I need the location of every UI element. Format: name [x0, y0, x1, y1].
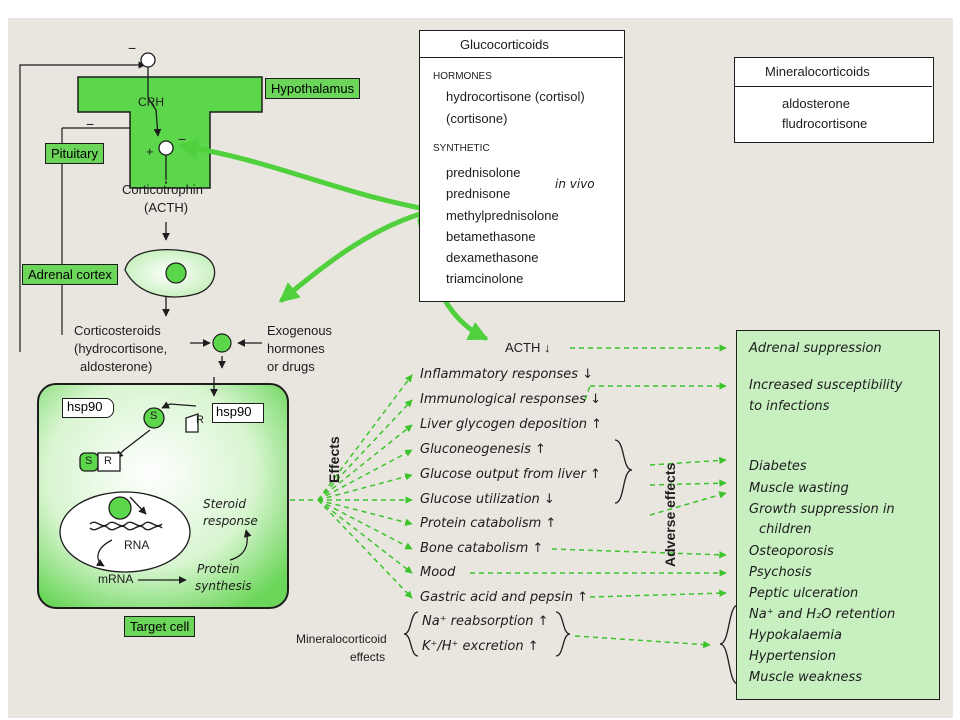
in-vivo-label: in vivo: [555, 177, 595, 191]
s-letter-top: S: [150, 410, 158, 422]
minus-sign-pituitary: −: [178, 131, 187, 147]
mineralocorticoid-item: aldosterone: [782, 96, 850, 111]
adverse-item: Osteoporosis: [749, 544, 834, 559]
corticosteroids-line1: Corticosteroids: [74, 323, 161, 338]
adverse-effects-box: Adrenal suppression Increased susceptibi…: [736, 330, 940, 700]
adverse-item: Peptic ulceration: [749, 586, 859, 601]
effect-item: Protein catabolism ↑: [420, 516, 557, 531]
hypothalamus-label: Hypothalamus: [265, 78, 361, 99]
minus-sign-left: −: [86, 116, 95, 132]
acth-label-line1: Corticotrophin: [122, 182, 203, 197]
adverse-item: Muscle weakness: [749, 670, 863, 685]
r-letter-top: R: [196, 414, 204, 426]
hypothalamus-shape: [77, 76, 263, 189]
glucocorticoids-title: Glucocorticoids: [460, 37, 549, 52]
adverse-item: Na⁺ and H₂O retention: [749, 607, 896, 622]
mineralocorticoid-effect-item: Na⁺ reabsorption ↑: [422, 614, 549, 629]
mineralocorticoids-box: Mineralocorticoids aldosterone fludrocor…: [734, 57, 934, 143]
synthetic-item: triamcinolone: [446, 271, 524, 286]
mineralocorticoids-title: Mineralocorticoids: [765, 64, 870, 79]
adverse-item: Adrenal suppression: [749, 341, 882, 356]
mineralocorticoid-effects-line1: Mineralocorticoid: [296, 632, 387, 646]
hormone-item: (cortisone): [446, 111, 508, 126]
minus-sign-top: −: [128, 40, 137, 56]
effect-item: Immunological responses ↓: [420, 392, 602, 407]
hsp90-box-left: hsp90: [62, 398, 114, 418]
corticosteroids-line3: aldosterone): [80, 359, 153, 374]
adverse-item: Hypokalaemia: [749, 628, 842, 643]
braces: [403, 439, 739, 685]
mineralocorticoids-divider: [735, 86, 932, 87]
synthetic-item: prednisone: [446, 186, 511, 201]
adverse-item: Diabetes: [749, 459, 807, 474]
effect-item: Glucose output from liver ↑: [420, 467, 601, 482]
effects-fan-arrows: [290, 374, 413, 599]
adverse-item: Growth suppression in: [749, 502, 895, 517]
adrenal-cortex-label: Adrenal cortex: [22, 264, 118, 285]
steroid-response-line2: response: [203, 514, 258, 528]
exogenous-line2: hormones: [267, 341, 325, 356]
glucocorticoids-box: Glucocorticoids HORMONES hydrocortisone …: [419, 30, 625, 302]
adverse-item: Hypertension: [749, 649, 836, 664]
hsp90-box-right: hsp90: [212, 403, 264, 423]
target-cell-label: Target cell: [124, 616, 196, 637]
protein-synthesis-line2: synthesis: [195, 579, 252, 593]
rna-label: RNA: [124, 538, 150, 552]
protein-synthesis-line1: Protein: [197, 562, 240, 576]
hormones-heading: HORMONES: [433, 71, 492, 82]
synthetic-heading: SYNTHETIC: [433, 143, 490, 154]
adverse-item: Muscle wasting: [749, 481, 849, 496]
mrna-label: mRNA: [98, 572, 134, 586]
effect-item: Gluconeogenesis ↑: [420, 442, 546, 457]
glucocorticoids-divider: [420, 57, 623, 58]
target-cell-internals: [59, 377, 252, 584]
steroid-response-line1: Steroid: [203, 497, 246, 511]
effect-item: Gastric acid and pepsin ↑: [420, 590, 588, 605]
acth-label-line2: (ACTH): [144, 200, 189, 215]
crh-neuron: [140, 52, 174, 180]
exogenous-line3: or drugs: [267, 359, 315, 374]
adverse-item: Psychosis: [749, 565, 812, 580]
effect-item: Liver glycogen deposition ↑: [420, 417, 603, 432]
acth-decrease: ACTH ↓: [505, 340, 551, 355]
effects-label: Effects: [326, 436, 342, 483]
corticosteroids-line2: (hydrocortisone,: [74, 341, 168, 356]
mineralocorticoid-effect-item: K⁺/H⁺ excretion ↑: [422, 639, 539, 654]
hormone-item: hydrocortisone (cortisol): [446, 89, 585, 104]
exogenous-line1: Exogenous: [267, 323, 333, 338]
effect-item: Bone catabolism ↑: [420, 541, 544, 556]
mineralocorticoid-item: fludrocortisone: [782, 116, 868, 131]
r-letter-bound: R: [104, 455, 112, 467]
adverse-effects-label: Adverse effects: [662, 462, 678, 567]
synthetic-item: dexamethasone: [446, 250, 539, 265]
effect-item: Inflammatory responses ↓: [420, 367, 594, 382]
pituitary-label: Pituitary: [45, 143, 104, 164]
hpa-axis-arrows: [162, 181, 262, 369]
synthetic-item: methylprednisolone: [446, 208, 559, 223]
hormone-circle: [212, 333, 232, 353]
synthetic-item: betamethasone: [446, 229, 536, 244]
adrenal-nucleus: [165, 262, 187, 284]
adverse-item: Increased susceptibility: [749, 378, 903, 393]
plus-sign: +: [146, 144, 154, 159]
adverse-arrows: [470, 344, 727, 649]
effect-item: Mood: [420, 565, 456, 580]
effect-item: Glucose utilization ↓: [420, 492, 555, 507]
synthetic-item: prednisolone: [446, 165, 521, 180]
adverse-item: children: [759, 522, 812, 537]
crh-label: CRH: [138, 95, 164, 109]
s-letter-bound: S: [85, 455, 93, 467]
mineralocorticoid-effects-line2: effects: [350, 650, 386, 664]
adverse-item: to infections: [749, 399, 830, 414]
r-box: [97, 452, 121, 472]
